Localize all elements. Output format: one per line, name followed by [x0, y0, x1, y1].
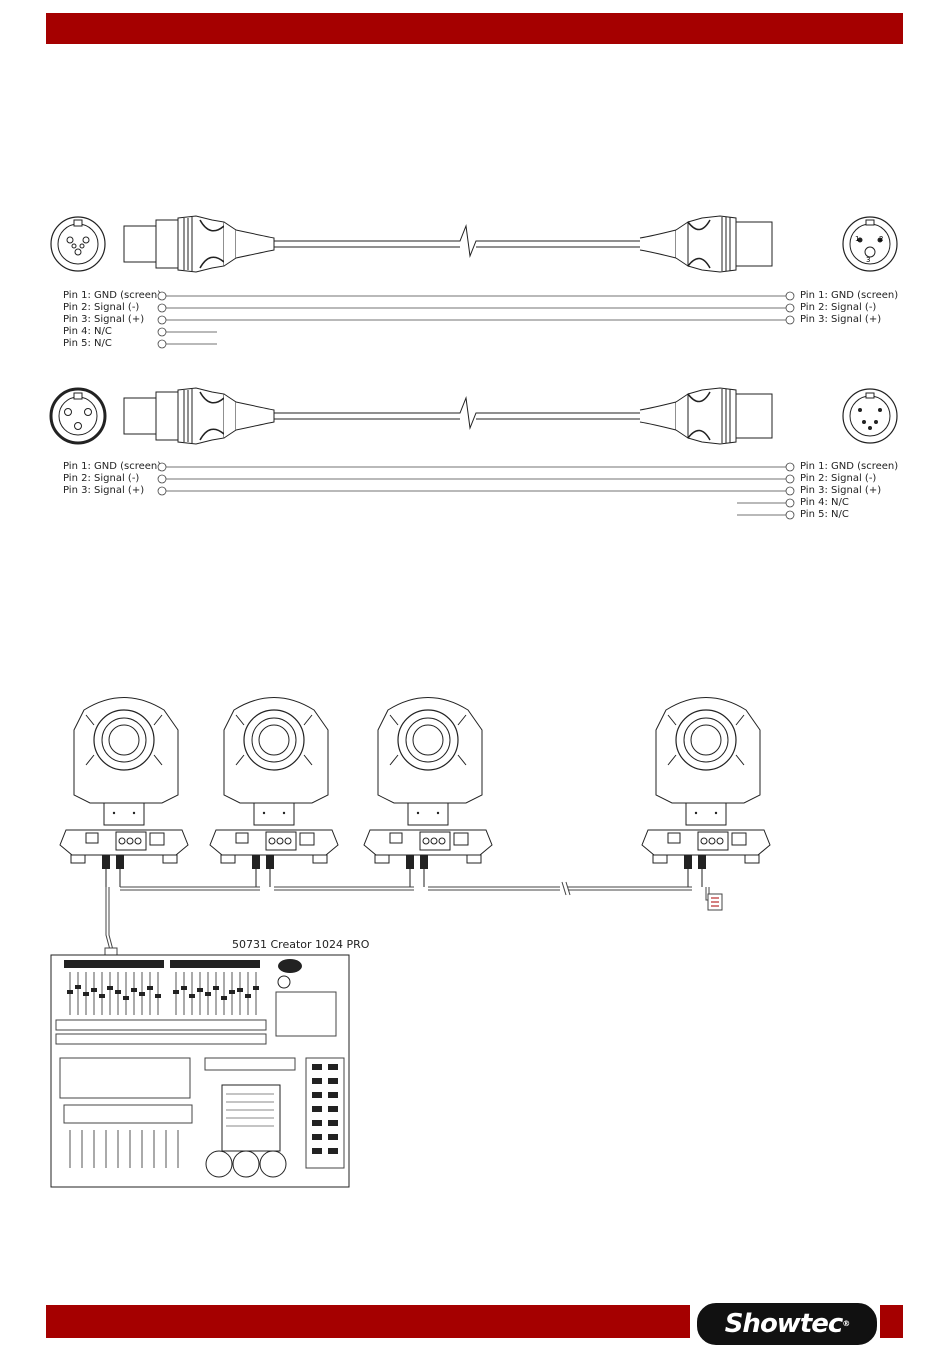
d2-right-pin-4: Pin 4: N/C — [800, 497, 849, 508]
d1-left-pin-1: Pin 1: GND (screen) — [63, 290, 162, 301]
terminator-icon — [707, 893, 723, 911]
d2-left-pin-2: Pin 2: Signal (-) — [63, 473, 140, 484]
showtec-logo: Showtec® — [690, 1297, 880, 1347]
d1-right-pin-3: Pin 3: Signal (+) — [800, 314, 882, 325]
logo-registered-mark: ® — [842, 1319, 850, 1328]
dmx-controller-icon — [50, 954, 350, 1188]
moving-head-fixture-icon — [641, 696, 771, 888]
d1-right-pin-2: Pin 2: Signal (-) — [800, 302, 877, 313]
d1-digit-3: 3 — [866, 256, 870, 264]
d2-left-pin-3: Pin 3: Signal (+) — [63, 485, 145, 496]
moving-head-fixture-icon — [363, 696, 493, 888]
diagram1-male-connector-icon — [639, 215, 773, 273]
d1-right-pin-1: Pin 1: GND (screen) — [800, 290, 899, 301]
d1-left-pin-2: Pin 2: Signal (-) — [63, 302, 140, 313]
diagram2-male-connector-icon — [639, 387, 773, 445]
d1-left-pin-5: Pin 5: N/C — [63, 338, 112, 349]
diagram2-female-connector-icon — [123, 387, 275, 445]
d2-right-pin-2: Pin 2: Signal (-) — [800, 473, 877, 484]
d2-right-pin-3: Pin 3: Signal (+) — [800, 485, 882, 496]
diagram1-female-face — [50, 216, 106, 272]
d1-left-pin-3: Pin 3: Signal (+) — [63, 314, 145, 325]
d1-digit-1: 1 — [855, 235, 859, 243]
header-bar — [46, 13, 903, 44]
controller-label: 50731 Creator 1024 PRO — [232, 938, 370, 951]
diagram1-male-face — [842, 216, 898, 272]
d2-right-pin-1: Pin 1: GND (screen) — [800, 461, 899, 472]
logo-text: Showtec — [724, 1309, 844, 1339]
diagram2-female-face — [49, 387, 107, 445]
moving-head-fixture-icon — [209, 696, 339, 888]
d2-right-pin-5: Pin 5: N/C — [800, 509, 849, 520]
d1-left-pin-4: Pin 4: N/C — [63, 326, 112, 337]
d2-left-pin-1: Pin 1: GND (screen) — [63, 461, 162, 472]
moving-head-fixture-icon — [59, 696, 189, 888]
diagram1-female-connector-icon — [123, 215, 275, 273]
diagram2-male-face — [842, 388, 898, 444]
d1-digit-2: 2 — [879, 235, 883, 243]
